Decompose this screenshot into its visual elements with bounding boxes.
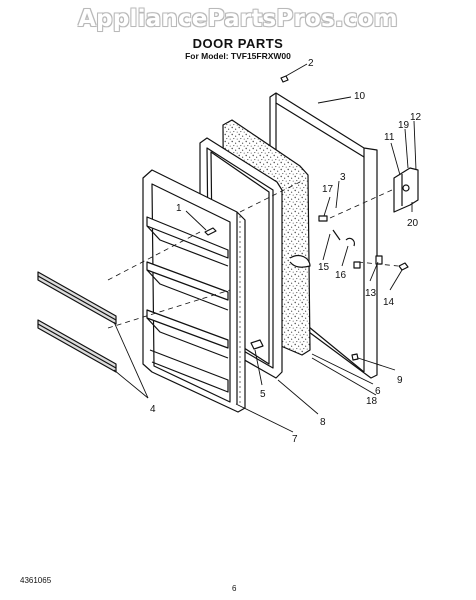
diagram-title: DOOR PARTS	[192, 36, 284, 51]
hinge-bracket	[393, 167, 419, 213]
watermark-text: AppliancePartsPros.com	[78, 6, 398, 32]
callout-8: 8	[320, 417, 326, 428]
callout-16: 16	[335, 270, 347, 281]
callout-4: 4	[150, 404, 156, 415]
inner-door-liner	[142, 169, 246, 413]
callout-13: 13	[365, 288, 377, 299]
leader-lines	[113, 63, 417, 433]
door-rail-lower	[37, 319, 117, 373]
callout-6: 6	[375, 386, 381, 397]
callout-18: 18	[366, 396, 378, 407]
callout-2: 2	[308, 58, 314, 69]
model-subtitle: For Model: TVF15FRXW00	[185, 51, 291, 61]
callout-3: 3	[340, 172, 346, 183]
screw-part-2	[280, 75, 289, 83]
callout-17: 17	[322, 184, 334, 195]
page-mark: 6	[232, 584, 237, 593]
hinge-pin-parts	[318, 215, 409, 271]
clip-part-5	[250, 339, 264, 350]
door-rail-upper	[37, 271, 117, 325]
assembly-lines	[107, 181, 399, 329]
callout-1: 1	[176, 203, 182, 214]
callout-20: 20	[407, 218, 419, 229]
screw-part-9	[351, 353, 359, 361]
callout-14: 14	[383, 297, 395, 308]
screw-part-1	[204, 227, 217, 236]
callout-11: 11	[384, 132, 395, 143]
callout-5: 5	[260, 389, 266, 400]
callout-19: 19	[398, 120, 410, 131]
callout-7: 7	[292, 434, 298, 445]
callout-9: 9	[397, 375, 403, 386]
callout-10: 10	[354, 91, 366, 102]
document-number: 4361065	[20, 576, 52, 585]
callout-15: 15	[318, 262, 330, 273]
callout-12: 12	[410, 112, 422, 123]
callout-labels: 1 2 3 4 5 6 7 8 9 10 11 12 13 14 15 16 1…	[150, 58, 422, 445]
